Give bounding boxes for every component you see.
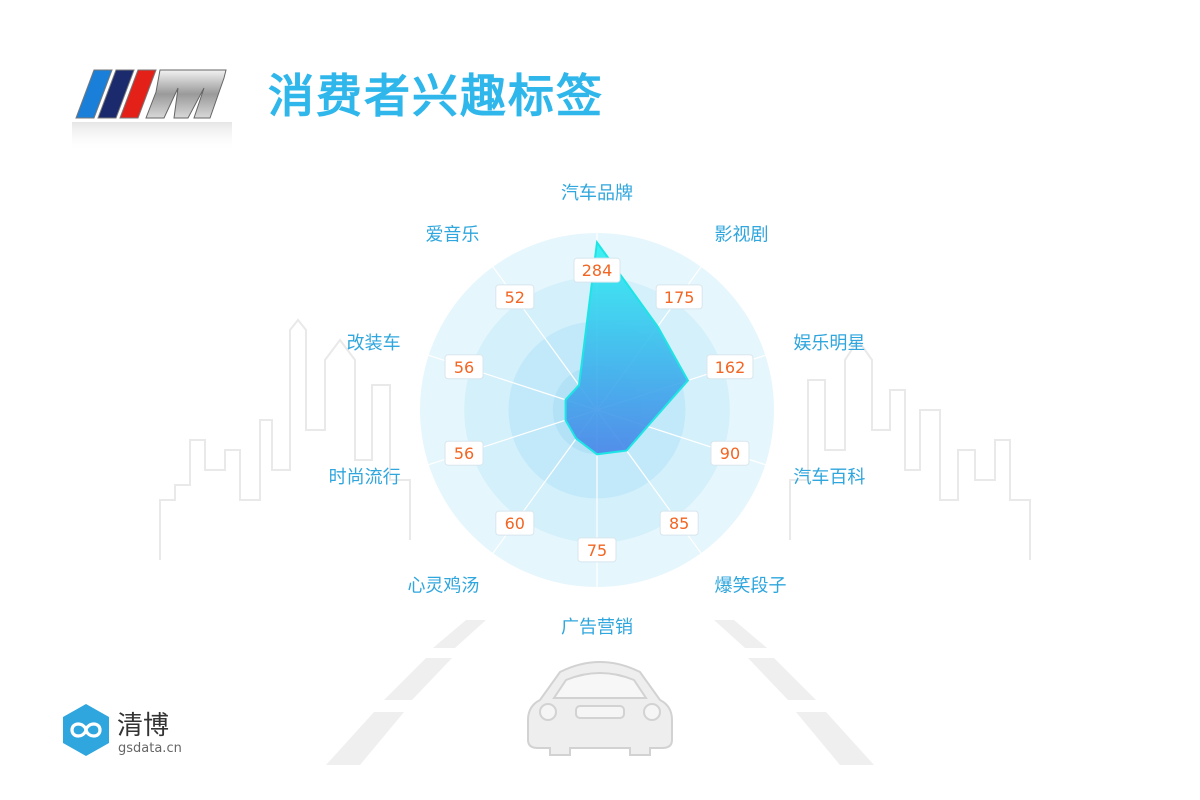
category-label: 影视剧: [715, 224, 769, 245]
value-label-box: [495, 284, 535, 310]
value-label: 75: [577, 537, 617, 563]
value-label-text: 85: [669, 514, 689, 533]
value-label-text: 56: [454, 358, 474, 377]
value-label-text: 56: [454, 444, 474, 463]
value-label-box: [444, 354, 484, 380]
value-label: 162: [706, 354, 754, 380]
value-label-text: 90: [720, 444, 740, 463]
page-title: 消费者兴趣标签: [268, 69, 604, 123]
value-label: 175: [655, 284, 703, 310]
category-label: 广告营销: [561, 617, 633, 638]
road-stripes: [326, 620, 874, 765]
category-label: 时尚流行: [329, 467, 401, 488]
value-label-box: [573, 257, 621, 283]
category-label: 心灵鸡汤: [407, 576, 479, 597]
value-label-box: [655, 284, 703, 310]
value-label-box: [495, 510, 535, 536]
logo-stripe-blue: [75, 69, 113, 119]
value-label-box: [710, 440, 750, 466]
logo-letter-m: [145, 69, 227, 119]
value-label-text: 60: [505, 514, 525, 533]
value-label-text: 162: [715, 358, 746, 377]
value-label: 60: [495, 510, 535, 536]
radar-data-area: [564, 239, 690, 456]
value-label: 85: [659, 510, 699, 536]
value-label-box: [659, 510, 699, 536]
value-label-text: 75: [587, 541, 607, 560]
value-label-box: [444, 440, 484, 466]
value-label-text: 175: [664, 288, 695, 307]
value-label: 284: [573, 257, 621, 283]
city-skyline-illustration: [159, 318, 1031, 560]
value-label-box: [577, 537, 617, 563]
footer-domain: gsdata.cn: [118, 741, 182, 756]
category-label: 汽车品牌: [561, 183, 633, 204]
value-label-box: [706, 354, 754, 380]
logo-stripe-navy: [97, 69, 135, 119]
category-label: 爱音乐: [425, 224, 479, 245]
logo-stripe-red: [119, 69, 157, 119]
value-label: 90: [710, 440, 750, 466]
value-label: 56: [444, 440, 484, 466]
footer-brand-name: 清博: [117, 711, 170, 741]
category-label: 娱乐明星: [793, 333, 865, 354]
category-label: 改装车: [347, 333, 401, 354]
category-label: 汽车百科: [793, 467, 865, 488]
value-label: 52: [495, 284, 535, 310]
value-label-text: 52: [505, 288, 525, 307]
value-label-text: 284: [582, 261, 613, 280]
value-label: 56: [444, 354, 484, 380]
qingbo-logo: [63, 704, 109, 756]
m-brand-logo: [72, 69, 232, 152]
car-illustration: [527, 661, 673, 756]
radar-value-labels: 284 175 162 90 85 75 60 56 56 52: [444, 257, 754, 563]
category-label: 爆笑段子: [715, 576, 787, 597]
